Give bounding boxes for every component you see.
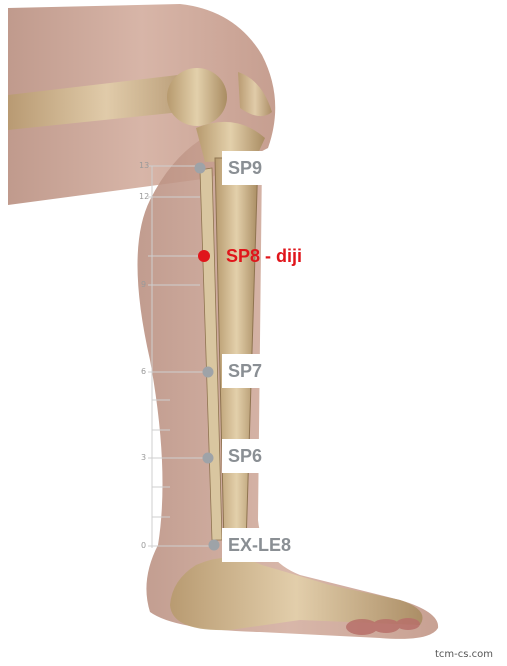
point-sp6-dot[interactable] [203, 453, 214, 464]
scale-tick-6: 6 [141, 367, 146, 376]
calf-shape [138, 140, 439, 639]
point-sp9-label[interactable]: SP9 [222, 151, 268, 185]
point-sp9-dot[interactable] [195, 163, 206, 174]
site-credit: tcm-cs.com [435, 649, 493, 660]
point-exle8-label[interactable]: EX-LE8 [222, 528, 297, 562]
scale-tick-9: 9 [141, 280, 146, 289]
patella-bone [167, 68, 227, 126]
point-sp8-dot[interactable] [198, 250, 210, 262]
scale-tick-0: 0 [141, 541, 146, 550]
scale-tick-13: 13 [139, 161, 149, 170]
point-sp6-label[interactable]: SP6 [222, 439, 268, 473]
point-sp8-label[interactable]: SP8 - diji [224, 239, 304, 273]
scale-tick-12: 12 [139, 192, 149, 201]
point-sp7-label[interactable]: SP7 [222, 354, 268, 388]
scale-tick-3: 3 [141, 453, 146, 462]
point-sp7-dot[interactable] [203, 367, 214, 378]
point-exle8-dot[interactable] [209, 540, 220, 551]
